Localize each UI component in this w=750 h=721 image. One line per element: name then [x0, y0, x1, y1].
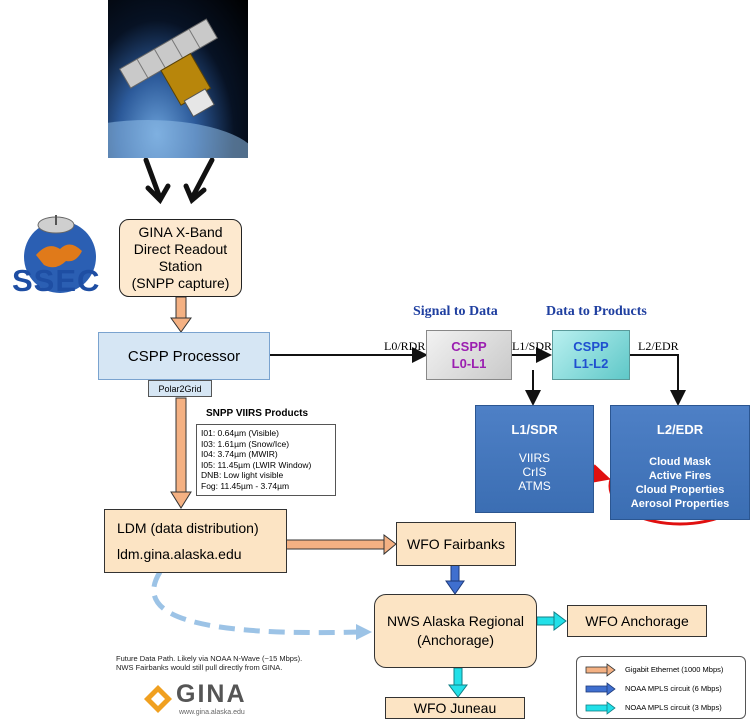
legend-swatch-gigabit [585, 663, 616, 677]
legend: Gigabit Ethernet (1000 Mbps) NOAA MPLS c… [576, 656, 746, 719]
station-line-4: (SNPP capture) [131, 275, 230, 291]
signal-to-data-title: Signal to Data [413, 304, 498, 319]
viirs-product-3: I04: 3.74µm (MWIR) [201, 449, 278, 459]
gina-station-box: GINA X-Band Direct Readout Station (SNPP… [119, 219, 242, 297]
future-note-line-2: NWS Fairbanks would still pull directly … [116, 663, 283, 672]
arrow-l1l2-to-l2edr [630, 354, 686, 406]
downlink-arrows [143, 157, 215, 205]
l1l2-line-1: CSPP [573, 339, 609, 354]
station-line-2: Direct Readout [133, 241, 228, 257]
viirs-products-note: I01: 0.64µm (Visible) I03: 1.61µm (Snow/… [196, 424, 336, 496]
viirs-product-2: I03: 1.61µm (Snow/Ice) [201, 438, 290, 449]
viirs-products-title: SNPP VIIRS Products [206, 408, 309, 419]
cspp-l1l2-box: CSPP L1-L2 [552, 330, 630, 380]
l1-sdr-panel: L1/SDR VIIRS CrIS ATMS [475, 405, 594, 513]
gina-logo-text: GINA [176, 680, 247, 708]
nws-alaska-box: NWS Alaska Regional (Anchorage) [374, 594, 537, 668]
viirs-product-5: DNB: Low light visible [201, 470, 284, 480]
arrow-nws-to-anchorage [536, 611, 567, 631]
arrow-station-to-cspp [170, 296, 192, 333]
legend-row-gigabit: Gigabit Ethernet (1000 Mbps) [585, 663, 745, 677]
legend-swatch-mpls3 [585, 701, 616, 715]
cspp-processor-label: CSPP Processor [127, 347, 241, 365]
nws-line-2: (Anchorage) [416, 632, 495, 648]
legend-swatch-mpls6 [585, 682, 616, 696]
l0l1-line-1: CSPP [451, 339, 487, 354]
l1-item-cris: CrIS [522, 465, 547, 479]
ssec-logo-text: SSEC [12, 263, 101, 298]
polar2grid-tag: Polar2Grid [148, 380, 212, 397]
l2-edr-panel: L2/EDR Cloud Mask Active Fires Cloud Pro… [610, 405, 750, 520]
wfo-juneau-label: WFO Juneau [413, 700, 497, 716]
l1-sdr-title: L1/SDR [511, 422, 558, 437]
l0l1-line-2: L0-L1 [451, 356, 487, 371]
l2-item-cloud-properties: Cloud Properties [635, 484, 725, 496]
legend-row-mpls6: NOAA MPLS circuit (6 Mbps) [585, 682, 745, 696]
cspp-l0l1-box: CSPP L0-L1 [426, 330, 512, 380]
station-line-1: GINA X-Band [138, 224, 223, 240]
cspp-processor-box: CSPP Processor [98, 332, 270, 380]
arrow-fairbanks-to-nws [445, 564, 465, 595]
wfo-anchorage-box: WFO Anchorage [567, 605, 707, 637]
station-line-3: Station [158, 258, 203, 274]
wfo-fairbanks-label: WFO Fairbanks [406, 536, 505, 552]
ldm-label: LDM (data distribution) [117, 520, 259, 536]
satellite-icon [108, 18, 248, 158]
data-to-products-title: Data to Products [546, 304, 647, 319]
polar2grid-label: Polar2Grid [158, 383, 202, 394]
globe-dish-icon [24, 215, 96, 293]
l2edr-label: L2/EDR [638, 339, 679, 353]
gina-logo: GINA www.gina.alaska.edu [143, 680, 263, 720]
nws-line-1: NWS Alaska Regional [387, 613, 524, 629]
l2-edr-title: L2/EDR [656, 422, 704, 437]
future-data-path [151, 570, 361, 636]
wfo-anchorage-label: WFO Anchorage [585, 613, 689, 629]
wfo-juneau-box: WFO Juneau [385, 697, 525, 719]
arrow-ldm-to-fairbanks [284, 534, 397, 556]
wfo-fairbanks-box: WFO Fairbanks [396, 522, 516, 566]
l1-item-atms: ATMS [518, 479, 551, 493]
l0rdr-label: L0/RDR [384, 339, 426, 353]
viirs-product-4: I05: 11.45µm (LWIR Window) [201, 459, 312, 470]
l2-item-active-fires: Active Fires [648, 470, 712, 482]
ldm-box: LDM (data distribution) ldm.gina.alaska.… [104, 509, 287, 573]
future-path-note: Future Data Path. Likely via NOAA N-Wave… [116, 654, 302, 672]
l1sdr-label: L1/SDR [512, 339, 553, 353]
legend-label-gigabit: Gigabit Ethernet (1000 Mbps) [625, 665, 724, 674]
viirs-product-6: Fog: 11.45µm - 3.74µm [201, 480, 290, 491]
legend-label-mpls6: NOAA MPLS circuit (6 Mbps) [625, 684, 722, 693]
ldm-url: ldm.gina.alaska.edu [117, 546, 242, 562]
arrow-nws-to-juneau [448, 667, 468, 698]
gina-diamond-icon [144, 685, 172, 713]
legend-row-mpls3: NOAA MPLS circuit (3 Mbps) [585, 701, 745, 715]
legend-label-mpls3: NOAA MPLS circuit (3 Mbps) [625, 703, 722, 712]
gina-logo-url: www.gina.alaska.edu [179, 709, 245, 716]
l1-item-viirs: VIIRS [518, 451, 551, 465]
l2-item-aerosol-properties: Aerosol Properties [630, 498, 730, 510]
arrow-cspp-to-ldm [170, 397, 192, 509]
l1l2-line-2: L1-L2 [573, 356, 609, 371]
ssec-logo: SSEC [10, 205, 110, 305]
satellite-image [108, 0, 248, 158]
future-note-line-1: Future Data Path. Likely via NOAA N-Wave… [116, 654, 303, 663]
l2-item-cloud-mask: Cloud Mask [649, 456, 711, 468]
viirs-product-1: I01: 0.64µm (Visible) [201, 428, 279, 438]
future-path-arrowhead [356, 624, 372, 640]
